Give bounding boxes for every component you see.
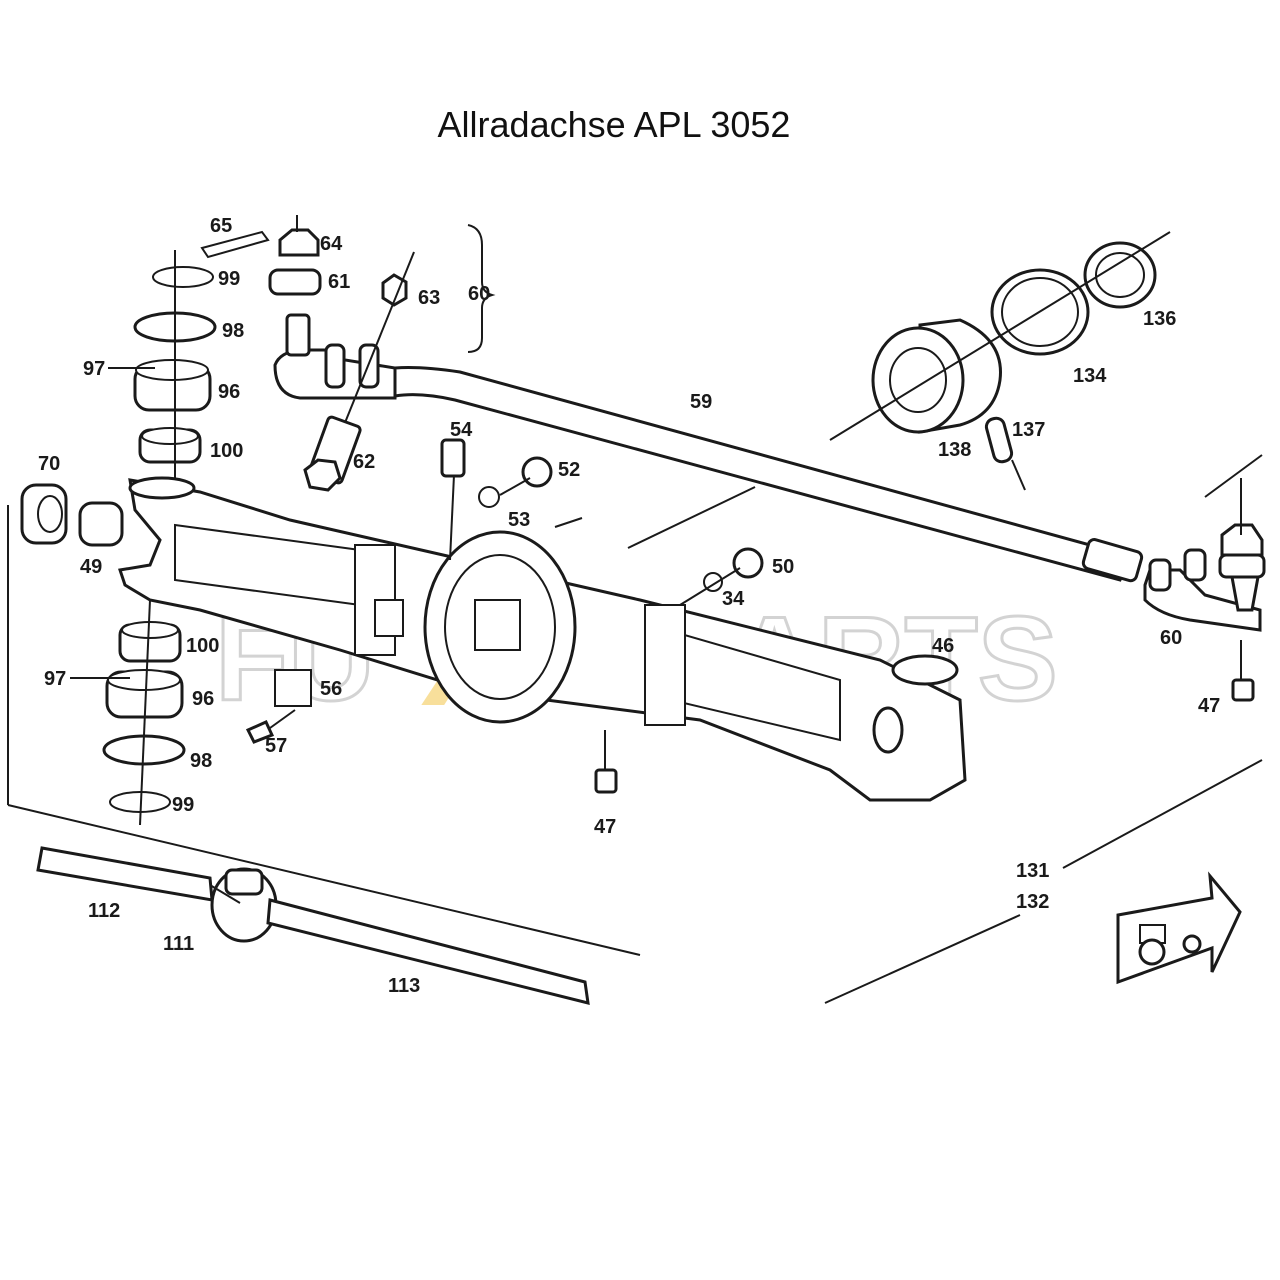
- shaft-113: [266, 898, 590, 1005]
- callout-99: 99: [218, 268, 240, 290]
- frame-lines: [7, 454, 1263, 1004]
- tie-rod-end-left: [273, 251, 415, 492]
- callout-60: 60: [468, 283, 490, 305]
- plug-52: [521, 456, 553, 488]
- split-pin: [200, 230, 270, 259]
- callout-59: 59: [690, 391, 712, 413]
- callout-50: 50: [772, 556, 794, 578]
- gasket-56: [274, 669, 312, 707]
- callout-70: 70: [38, 453, 60, 475]
- callout-46: 46: [932, 635, 954, 657]
- callout-34: 34: [722, 588, 745, 610]
- callout-labels: 65 64 99 61 63 60 98 97 96 100 62 54 52 …: [38, 215, 1220, 997]
- callout-113: 113: [388, 975, 420, 997]
- callout-137: 137: [1012, 419, 1045, 441]
- grease-nipple-47-right: [1231, 678, 1255, 702]
- callout-134: 134: [1073, 365, 1107, 387]
- kingpin-top-assembly: [133, 215, 322, 480]
- tie-rod-end-right: [1143, 478, 1266, 702]
- callout-97: 97: [83, 358, 105, 380]
- callout-132: 132: [1016, 891, 1049, 913]
- callout-62: 62: [353, 451, 375, 473]
- callout-61: 61: [328, 271, 350, 293]
- callout-98-bottom: 98: [190, 750, 212, 772]
- shaft-112: [36, 846, 214, 902]
- tractor-direction-icon: [1116, 871, 1242, 985]
- callout-100: 100: [210, 440, 243, 462]
- tie-rod-59: [393, 366, 1144, 583]
- nut-63: [381, 273, 408, 307]
- left-hub-parts: [20, 483, 124, 547]
- washer-53: [478, 486, 500, 508]
- callout-63: 63: [418, 287, 440, 309]
- callout-60-right: 60: [1160, 627, 1182, 649]
- callout-57: 57: [265, 735, 287, 757]
- callout-99-bottom: 99: [172, 794, 194, 816]
- breather-54: [440, 438, 466, 478]
- callout-53: 53: [508, 509, 530, 531]
- callout-98: 98: [222, 320, 244, 342]
- plug-57: [245, 720, 275, 744]
- pivot-bushings-right: [829, 231, 1171, 491]
- grease-nipple-47-center: [594, 768, 618, 794]
- callout-97-bottom: 97: [44, 668, 66, 690]
- bushing-61: [268, 268, 322, 296]
- callout-111: 111: [163, 933, 194, 955]
- small-parts-center: [245, 438, 764, 794]
- diagram-title: Allradachse APL 3052: [437, 104, 791, 145]
- callout-47-center: 47: [594, 816, 616, 838]
- callout-47-right: 47: [1198, 695, 1220, 717]
- plug-50: [732, 547, 764, 579]
- callout-96: 96: [218, 381, 240, 403]
- callout-65: 65: [210, 215, 232, 237]
- castle-nut: [278, 228, 320, 257]
- axle-housing-46: [118, 476, 967, 802]
- callout-112: 112: [88, 900, 120, 922]
- drive-shaft-assembly: [36, 846, 590, 1005]
- callout-49: 49: [80, 556, 102, 578]
- kingpin-bottom-assembly: [102, 599, 186, 826]
- callout-131: 131: [1016, 860, 1049, 882]
- callout-136: 136: [1143, 308, 1176, 330]
- callout-96-bottom: 96: [192, 688, 214, 710]
- callout-138: 138: [938, 439, 971, 461]
- callout-100-bottom: 100: [186, 635, 219, 657]
- pin-137: [984, 416, 1014, 464]
- callout-52: 52: [558, 459, 580, 481]
- circlip-top: [152, 266, 214, 288]
- callout-56: 56: [320, 678, 342, 700]
- callout-64: 64: [320, 233, 343, 255]
- bracket-60: [467, 224, 496, 353]
- callout-54: 54: [450, 419, 473, 441]
- bushing-49: [78, 501, 124, 547]
